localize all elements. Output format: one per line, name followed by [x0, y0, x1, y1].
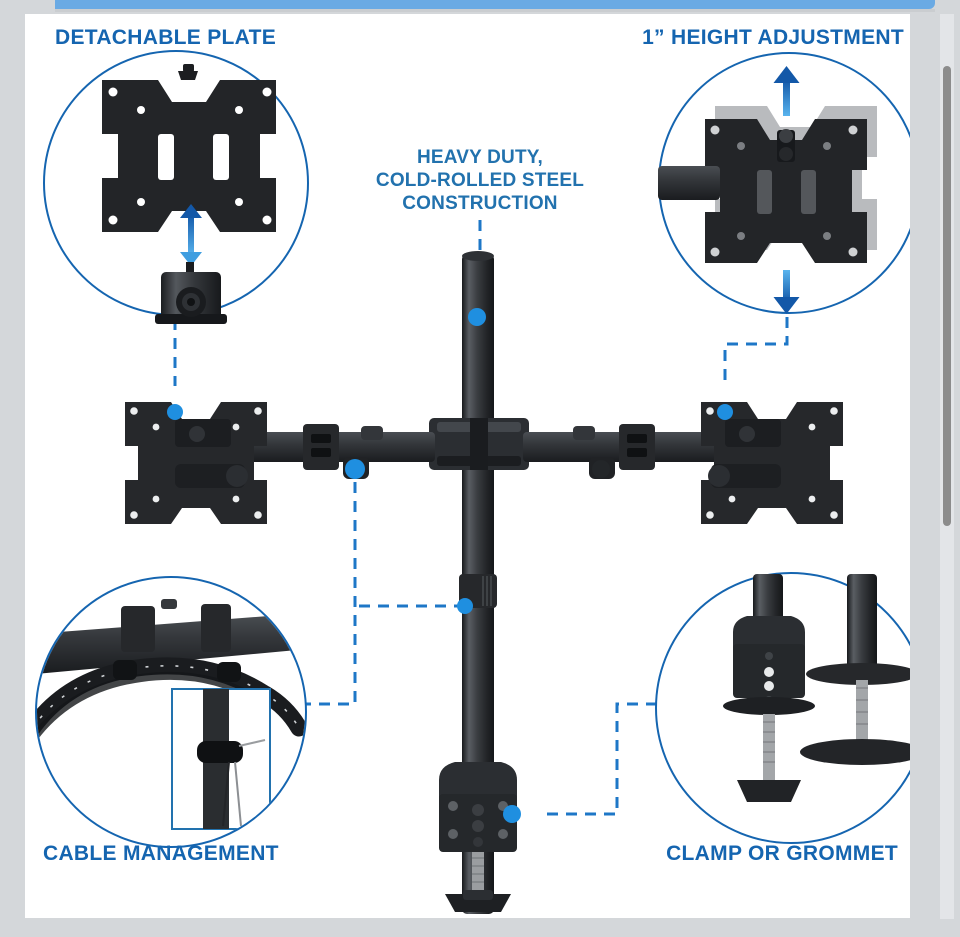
callout-label-clamp-or-grommet: CLAMP OR GROMMET [666, 842, 898, 865]
callout-label-detachable-plate: DETACHABLE PLATE [55, 26, 277, 49]
center-caption: HEAVY DUTY, COLD-ROLLED STEEL CONSTRUCTI… [365, 146, 595, 215]
center-pole [462, 254, 494, 914]
connector-height-adjustment [723, 317, 789, 386]
knob-pole-mid [457, 598, 473, 614]
product-infographic-canvas: DETACHABLE PLATE 1” HEIGHT ADJUSTMENT CA… [25, 14, 910, 918]
page-scrollbar-thumb[interactable] [943, 66, 951, 526]
detail-circle-detachable-plate [43, 50, 309, 316]
knob-left-plate [167, 404, 183, 420]
vesa-plate-right [701, 402, 843, 524]
center-caption-line-3: CONSTRUCTION [402, 193, 558, 214]
knob-left-arm [343, 457, 369, 479]
knob-right-arm [589, 457, 615, 479]
detail-circle-cable-management [35, 576, 307, 848]
left-arm [125, 402, 435, 524]
center-caption-line-2: COLD-ROLLED STEEL [375, 170, 585, 191]
detail-circle-height-adjustment [658, 52, 910, 314]
center-caption-line-1: HEAVY DUTY, [416, 147, 544, 168]
callout-label-height-adjustment: 1” HEIGHT ADJUSTMENT [642, 26, 904, 49]
knob-base-clamp [503, 805, 521, 823]
browser-loading-bar-shadow [55, 9, 935, 12]
center-hub [429, 418, 529, 470]
knob-right-plate [717, 404, 733, 420]
vesa-plate-left [125, 402, 267, 524]
detail-circle-clamp-or-grommet [655, 572, 910, 844]
pole-collar [459, 574, 497, 608]
callout-label-cable-management: CABLE MANAGEMENT [43, 842, 279, 865]
right-arm [523, 402, 843, 524]
browser-loading-bar [55, 0, 935, 9]
base-clamp [439, 762, 521, 912]
knob-pole-top [468, 308, 486, 326]
